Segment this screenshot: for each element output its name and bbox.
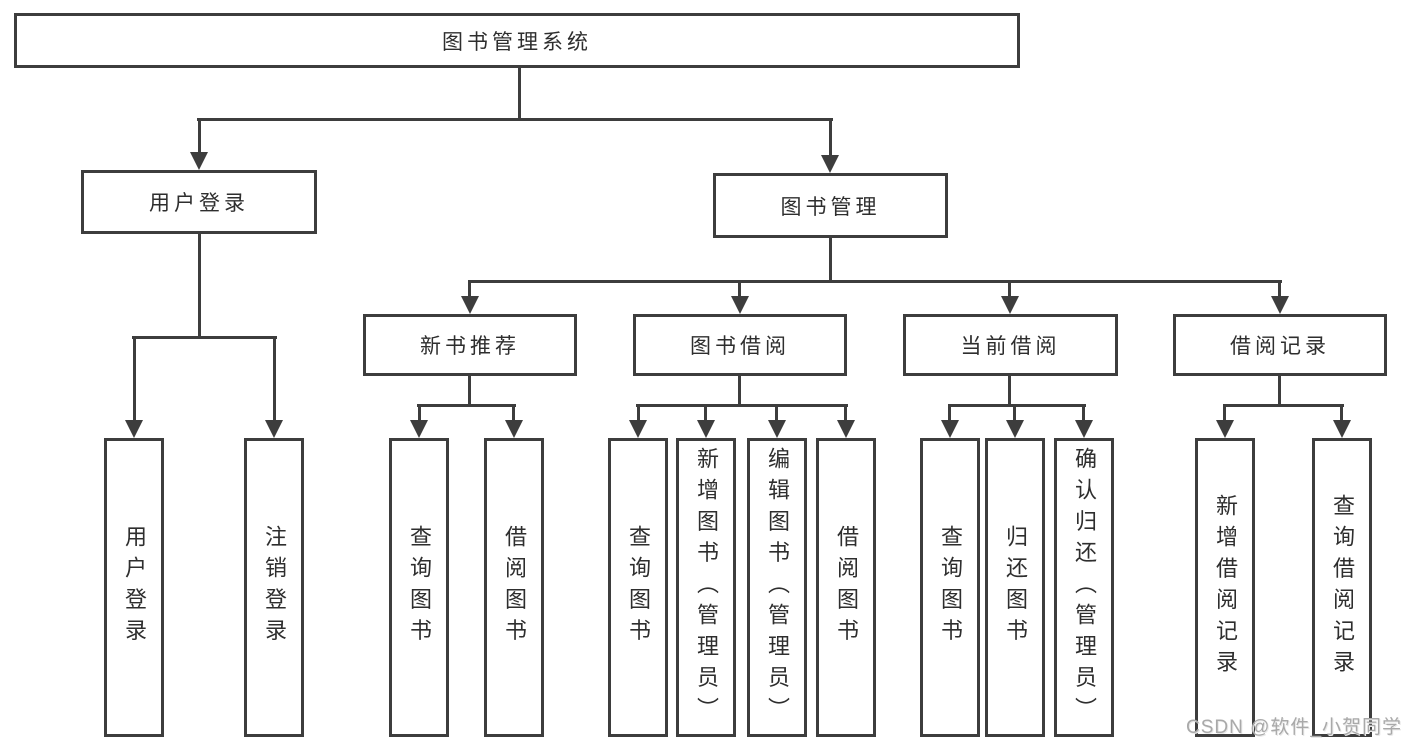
connector-bookmgmt-drop-3 bbox=[1008, 280, 1011, 297]
node-book-borrowing-label: 图书借阅 bbox=[690, 335, 790, 358]
connector-userlogin-drop-2 bbox=[273, 336, 276, 420]
leaf-logout-label: 注销登录 bbox=[262, 525, 287, 650]
leaf-return-books-label: 归还图书 bbox=[1003, 525, 1028, 650]
connector-current-drop-3 bbox=[1082, 404, 1085, 421]
leaf-user-login-label: 用户登录 bbox=[122, 525, 147, 650]
connector-records-drop-1 bbox=[1223, 404, 1226, 421]
node-borrowing-records-label: 借阅记录 bbox=[1230, 335, 1330, 358]
connector-recommend-stem bbox=[468, 374, 471, 405]
connector-bookmgmt-hline bbox=[468, 280, 1282, 283]
arrowhead-icon bbox=[697, 420, 715, 438]
arrowhead-icon bbox=[461, 296, 479, 314]
connector-root-drop-left bbox=[198, 118, 201, 154]
connector-current-stem bbox=[1008, 374, 1011, 405]
leaf-confirm-return-admin-label: 确认归还（管理员） bbox=[1072, 446, 1097, 729]
leaf-return-books: 归还图书 bbox=[985, 438, 1045, 737]
leaf-edit-books-admin: 编辑图书（管理员） bbox=[747, 438, 807, 737]
connector-current-hline bbox=[948, 404, 1086, 407]
leaf-borrow-books-borrowing: 借阅图书 bbox=[816, 438, 876, 737]
leaf-add-borrow-record: 新增借阅记录 bbox=[1195, 438, 1255, 737]
node-borrowing-records: 借阅记录 bbox=[1173, 314, 1387, 376]
leaf-query-borrow-record-label: 查询借阅记录 bbox=[1330, 493, 1355, 682]
arrowhead-icon bbox=[1271, 296, 1289, 314]
connector-current-drop-2 bbox=[1013, 404, 1016, 421]
leaf-query-books-borrowing: 查询图书 bbox=[608, 438, 668, 737]
connector-borrowing-drop-2 bbox=[704, 404, 707, 421]
node-user-login-label: 用户登录 bbox=[149, 192, 249, 215]
node-root: 图书管理系统 bbox=[14, 13, 1020, 68]
node-new-book-recommendation-label: 新书推荐 bbox=[420, 335, 520, 358]
leaf-query-books-recommend-label: 查询图书 bbox=[407, 525, 432, 650]
arrowhead-icon bbox=[410, 420, 428, 438]
leaf-borrow-books-recommend: 借阅图书 bbox=[484, 438, 544, 737]
leaf-edit-books-admin-label: 编辑图书（管理员） bbox=[765, 446, 790, 729]
arrowhead-icon bbox=[1006, 420, 1024, 438]
leaf-logout: 注销登录 bbox=[244, 438, 304, 737]
connector-bookmgmt-drop-2 bbox=[738, 280, 741, 297]
connector-recommend-drop-1 bbox=[418, 404, 421, 421]
node-root-label: 图书管理系统 bbox=[442, 30, 592, 54]
arrowhead-icon bbox=[1001, 296, 1019, 314]
arrowhead-icon bbox=[768, 420, 786, 438]
connector-current-drop-1 bbox=[948, 404, 951, 421]
connector-bookmgmt-drop-1 bbox=[468, 280, 471, 297]
connector-borrowing-drop-4 bbox=[844, 404, 847, 421]
connector-userlogin-drop-1 bbox=[133, 336, 136, 420]
leaf-query-books-borrowing-label: 查询图书 bbox=[626, 525, 651, 650]
arrowhead-icon bbox=[1216, 420, 1234, 438]
connector-records-drop-2 bbox=[1340, 404, 1343, 421]
leaf-user-login: 用户登录 bbox=[104, 438, 164, 737]
connector-bookmgmt-drop-4 bbox=[1278, 280, 1281, 297]
connector-root-drop-right bbox=[829, 118, 832, 156]
arrowhead-icon bbox=[837, 420, 855, 438]
node-new-book-recommendation: 新书推荐 bbox=[363, 314, 577, 376]
leaf-add-books-admin: 新增图书（管理员） bbox=[676, 438, 736, 737]
node-current-borrowing: 当前借阅 bbox=[903, 314, 1118, 376]
leaf-confirm-return-admin: 确认归还（管理员） bbox=[1054, 438, 1114, 737]
watermark: CSDN @软件_小贺同学 bbox=[1186, 717, 1402, 738]
arrowhead-icon bbox=[265, 420, 283, 438]
connector-userlogin-stem bbox=[198, 233, 201, 337]
node-book-management: 图书管理 bbox=[713, 173, 948, 238]
arrowhead-icon bbox=[125, 420, 143, 438]
connector-recommend-drop-2 bbox=[512, 404, 515, 421]
leaf-query-books-current: 查询图书 bbox=[920, 438, 980, 737]
leaf-add-books-admin-label: 新增图书（管理员） bbox=[694, 446, 719, 729]
arrowhead-icon bbox=[1075, 420, 1093, 438]
arrowhead-icon bbox=[821, 155, 839, 173]
connector-userlogin-hline bbox=[132, 336, 277, 339]
connector-root-hline bbox=[197, 118, 833, 121]
connector-borrowing-stem bbox=[738, 374, 741, 405]
leaf-borrow-books-borrowing-label: 借阅图书 bbox=[834, 525, 859, 650]
connector-root-stem bbox=[518, 67, 521, 120]
leaf-query-books-recommend: 查询图书 bbox=[389, 438, 449, 737]
arrowhead-icon bbox=[731, 296, 749, 314]
arrowhead-icon bbox=[629, 420, 647, 438]
connector-records-stem bbox=[1278, 374, 1281, 405]
connector-records-hline bbox=[1223, 404, 1344, 407]
leaf-query-books-current-label: 查询图书 bbox=[938, 525, 963, 650]
arrowhead-icon bbox=[1333, 420, 1351, 438]
leaf-add-borrow-record-label: 新增借阅记录 bbox=[1213, 493, 1238, 682]
node-book-management-label: 图书管理 bbox=[780, 195, 881, 219]
connector-borrowing-drop-1 bbox=[637, 404, 640, 421]
connector-recommend-hline bbox=[417, 404, 516, 407]
leaf-query-borrow-record: 查询借阅记录 bbox=[1312, 438, 1372, 737]
node-current-borrowing-label: 当前借阅 bbox=[960, 335, 1061, 358]
arrowhead-icon bbox=[190, 152, 208, 170]
connector-borrowing-drop-3 bbox=[775, 404, 778, 421]
node-book-borrowing: 图书借阅 bbox=[633, 314, 847, 376]
arrowhead-icon bbox=[941, 420, 959, 438]
connector-borrowing-hline bbox=[636, 404, 848, 407]
node-user-login: 用户登录 bbox=[81, 170, 317, 234]
connector-bookmgmt-stem bbox=[829, 238, 832, 283]
arrowhead-icon bbox=[505, 420, 523, 438]
leaf-borrow-books-recommend-label: 借阅图书 bbox=[502, 525, 527, 650]
